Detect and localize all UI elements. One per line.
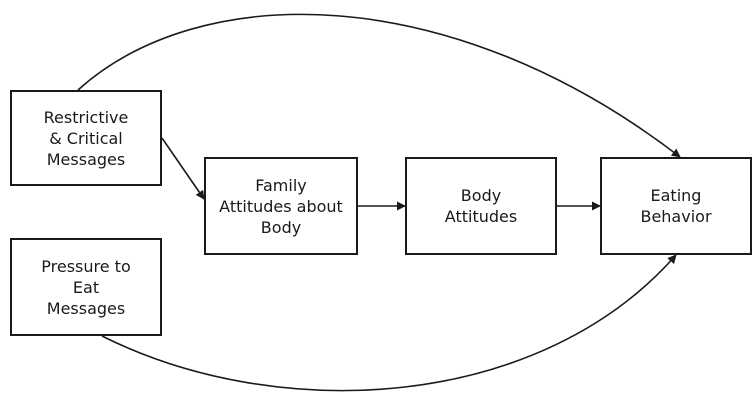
node-label: Eating Behavior: [640, 186, 712, 226]
node-restrictive-critical-messages: Restrictive & Critical Messages: [10, 90, 162, 186]
node-label: Family Attitudes about Body: [219, 175, 343, 237]
node-pressure-to-eat-messages: Pressure to Eat Messages: [10, 238, 162, 336]
node-label: Pressure to Eat Messages: [41, 256, 131, 318]
node-family-attitudes-about-body: Family Attitudes about Body: [204, 157, 358, 255]
node-body-attitudes: Body Attitudes: [405, 157, 557, 255]
node-label: Body Attitudes: [444, 186, 518, 226]
node-eating-behavior: Eating Behavior: [600, 157, 752, 255]
edge-restrictive-to-eating: [77, 13, 681, 158]
edge-restrictive-to-family: [161, 137, 205, 200]
node-label: Restrictive & Critical Messages: [43, 107, 129, 169]
edge-pressure-to-eating: [101, 254, 677, 392]
